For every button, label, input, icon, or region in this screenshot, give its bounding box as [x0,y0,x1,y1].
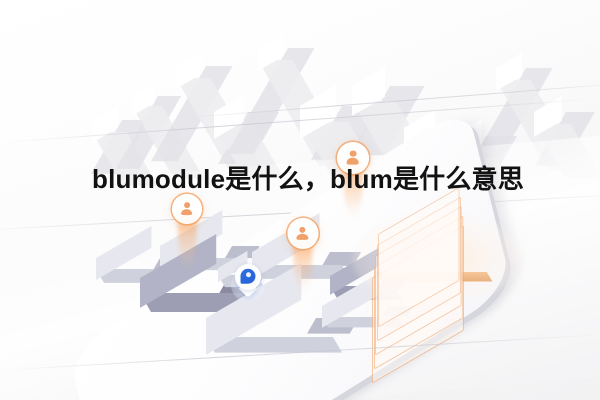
location-pin-inner [240,268,256,284]
user-marker-center [287,218,318,307]
location-pin-dot [245,272,251,278]
user-avatar-icon [346,150,361,166]
avatar-body [181,208,193,215]
location-pin-icon [231,264,265,302]
page-title: blumodule是什么，blum是什么意思 [92,164,524,194]
stacked-layers-graphic [352,187,522,384]
marker-ring [337,142,369,174]
user-marker-left [172,194,202,282]
marker-beam [177,210,197,271]
marker-beam [292,235,313,296]
avatar-head [349,150,357,158]
marker-ring [287,218,318,249]
location-pin-body [235,264,261,290]
marker-beam [343,159,363,220]
marker-ring [172,194,202,224]
user-avatar-icon [295,226,309,240]
avatar-head [299,226,306,233]
user-avatar-icon [180,202,194,216]
avatar-body [347,158,359,165]
user-marker-top [337,142,369,232]
avatar-head [183,202,190,209]
avatar-body [296,233,309,240]
